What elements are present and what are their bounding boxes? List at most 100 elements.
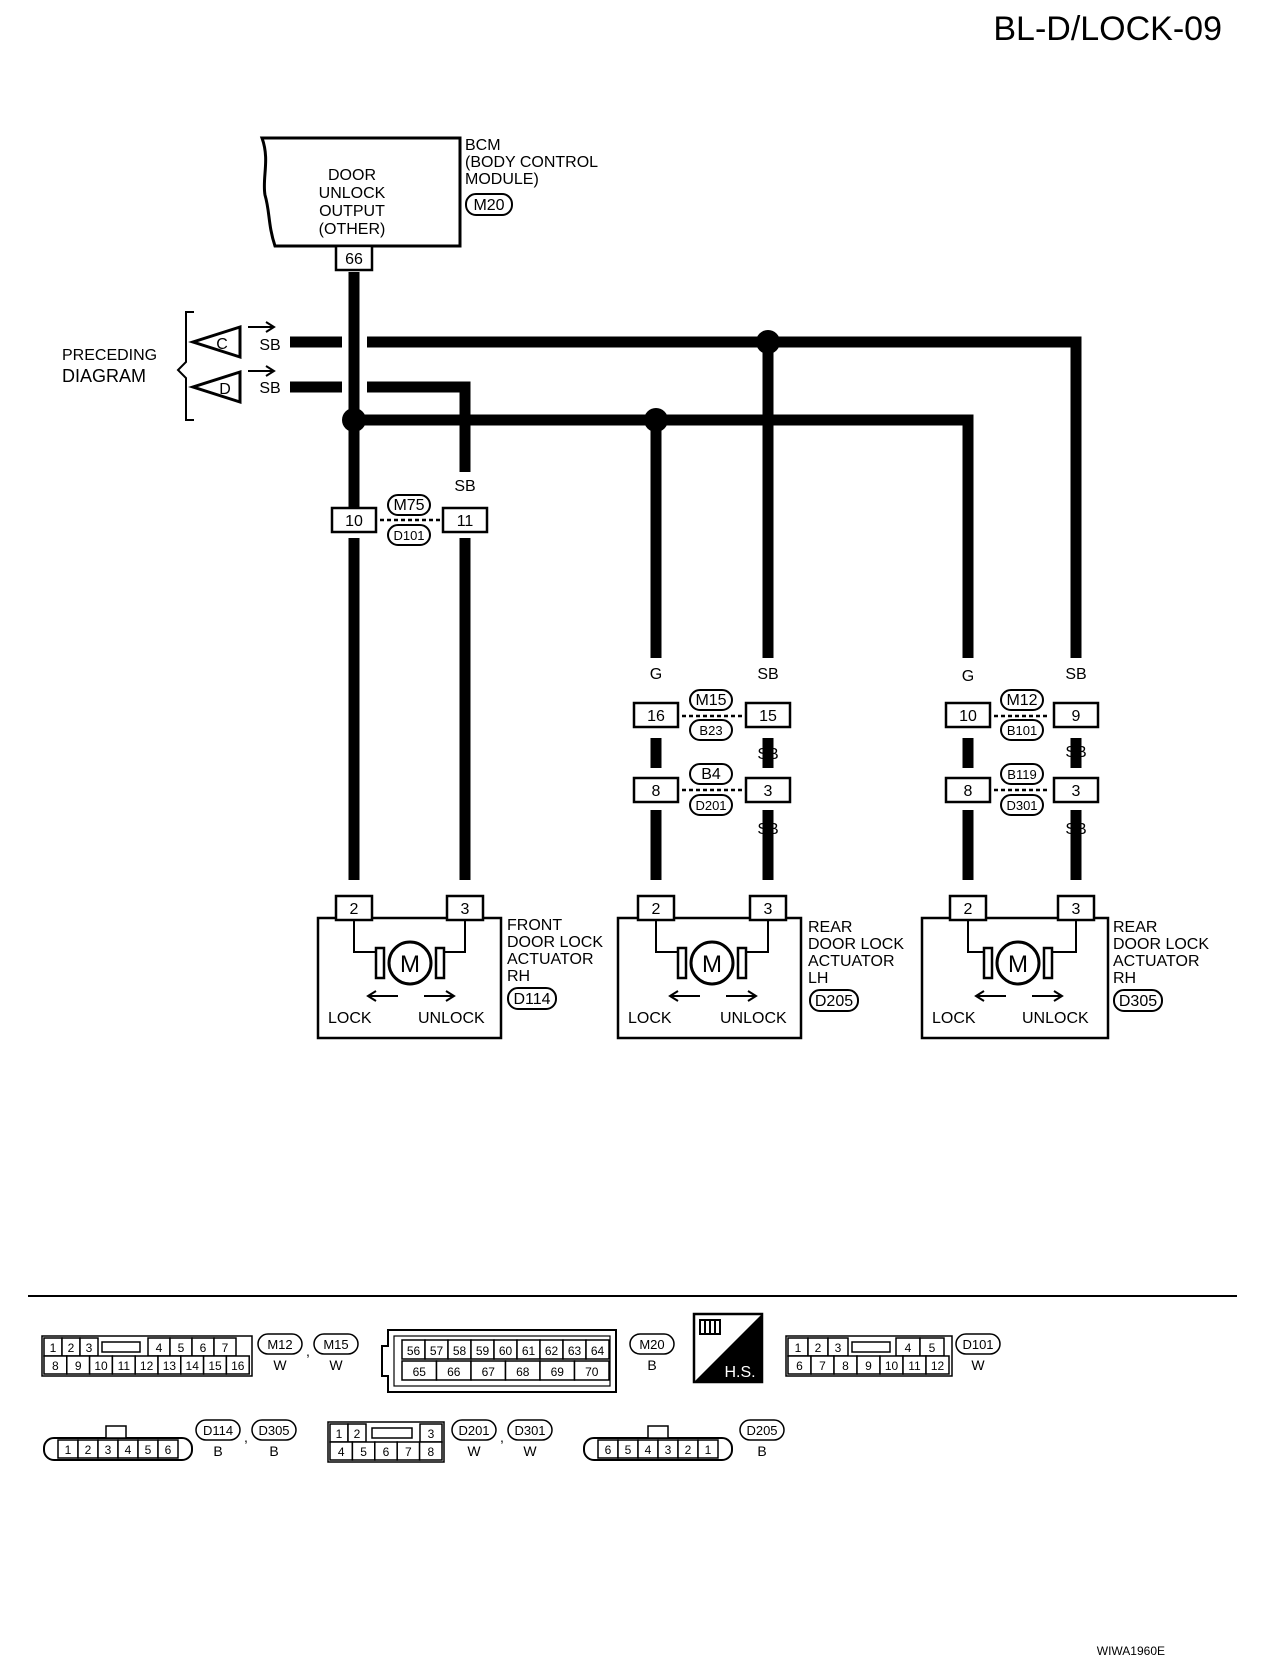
page-code: BL-D/LOCK-09	[993, 10, 1222, 48]
actuator-front-rh: 2 3 M LOCK UNLOCK FRONT DOOR LOCK ACTUAT…	[316, 894, 603, 1040]
bcm-function-line-4: (OTHER)	[319, 221, 386, 238]
connector-id-pill	[195, 1419, 241, 1441]
pin-number: 57	[430, 1344, 444, 1358]
actuator-name-line: FRONT	[507, 917, 562, 934]
pin-number: 68	[516, 1365, 530, 1379]
lock-label: LOCK	[328, 1010, 372, 1027]
terminal-number: 2	[652, 901, 661, 918]
bcm-function-line-2: UNLOCK	[319, 185, 386, 202]
joint-rear-lh-2: 8 3 B4 D201	[632, 763, 792, 816]
pin-number: 2	[685, 1443, 692, 1457]
wire-color-label: G	[348, 290, 360, 307]
arrow-letter-c: C	[216, 336, 228, 353]
connector-id: D201	[458, 1423, 489, 1438]
actuator-name-line: DOOR LOCK	[507, 934, 603, 951]
pin-number: 56	[407, 1344, 421, 1358]
connector-id: D205	[746, 1423, 777, 1438]
pin-number: 4	[338, 1445, 345, 1459]
motor-symbol: M	[1008, 951, 1028, 978]
pin-number: 65	[413, 1365, 427, 1379]
connector-id-pill	[257, 1333, 303, 1355]
pin-number: 5	[178, 1341, 185, 1355]
connector-color: W	[467, 1443, 481, 1459]
junction-dot	[644, 408, 668, 432]
pin-number: 66	[447, 1365, 461, 1379]
separator: ,	[306, 1343, 310, 1359]
pin-number: 63	[568, 1344, 582, 1358]
actuator-rear-lh: 2 3 M LOCK UNLOCK REAR DOOR LOCK ACTUATO…	[616, 894, 904, 1040]
actuator-rear-rh: 2 3 M LOCK UNLOCK REAR DOOR LOCK ACTUATO…	[920, 894, 1209, 1040]
pin-number: 5	[360, 1445, 367, 1459]
pin-number: 16	[231, 1359, 245, 1373]
pin-number: 8	[52, 1359, 59, 1373]
connector-id-pill	[451, 1419, 497, 1441]
connector-color: W	[329, 1357, 343, 1373]
bcm-connector-id: M20	[473, 197, 504, 214]
connector-id-pill	[739, 1419, 785, 1441]
bcm-function-line-1: DOOR	[328, 167, 376, 184]
pin-number: 60	[499, 1344, 513, 1358]
wire-color-label: G	[962, 746, 974, 763]
connector-color: B	[213, 1443, 222, 1459]
connector-id-pill	[251, 1419, 297, 1441]
actuator-name-line: RH	[1113, 970, 1136, 987]
bcm-name-line-2: (BODY CONTROL	[465, 154, 598, 171]
motor-symbol: M	[702, 951, 722, 978]
terminal-number: 2	[350, 901, 359, 918]
pin-number: 1	[336, 1427, 343, 1441]
connector-id: B23	[699, 723, 722, 738]
pin-number: 64	[591, 1344, 605, 1358]
unlock-label: UNLOCK	[720, 1010, 787, 1027]
connector-color: B	[757, 1443, 766, 1459]
wire-color-label: G	[348, 478, 360, 495]
wire-color-label: SB	[259, 380, 280, 397]
connector-color: B	[269, 1443, 278, 1459]
wire-color-label: G	[650, 746, 662, 763]
pin-number: 5	[625, 1443, 632, 1457]
pin-number: 70	[585, 1365, 599, 1379]
pin-number: 10	[885, 1359, 899, 1373]
connector-id: B101	[1007, 723, 1037, 738]
pin-number: 67	[482, 1365, 496, 1379]
wire-color-label: O	[459, 553, 471, 570]
terminal-number: 9	[1072, 708, 1081, 725]
pin-number: 3	[105, 1443, 112, 1457]
actuator-connector-id: D205	[815, 993, 853, 1010]
figure-id: WIWA1960E	[1097, 1644, 1165, 1658]
actuator-name-line: ACTUATOR	[808, 953, 895, 970]
pin-number: 10	[94, 1359, 108, 1373]
pin-number: 3	[86, 1341, 93, 1355]
pin-number: 69	[551, 1365, 565, 1379]
preceding-label-line-2: DIAGRAM	[62, 366, 146, 386]
pin-number: 6	[200, 1341, 207, 1355]
terminal-number: 3	[1072, 901, 1081, 918]
lock-label: LOCK	[628, 1010, 672, 1027]
terminal-number: 3	[764, 901, 773, 918]
actuator-connector-id: D305	[1119, 993, 1157, 1010]
pin-cell	[225, 1355, 250, 1375]
wire-color-label: G	[348, 858, 360, 875]
actuator-name-line: DOOR LOCK	[1113, 936, 1209, 953]
pin-number: 3	[428, 1427, 435, 1441]
pin-cell	[418, 1441, 443, 1461]
preceding-label-line-1: PRECEDING	[62, 347, 157, 364]
pin-number: 62	[545, 1344, 559, 1358]
terminal-number: 10	[959, 708, 977, 725]
joint-rear-rh-1: 10 9 M12 B101	[944, 689, 1100, 741]
wire-color-label: G	[650, 821, 662, 838]
joint-front: 10 11 M75 D101	[330, 494, 489, 546]
wire-color-label: SB	[757, 821, 778, 838]
wire-color-labels: G SB SB G SB G O G O G SB G SB G SB G SB…	[259, 290, 1086, 875]
pin-number: 3	[835, 1341, 842, 1355]
pin-number: 4	[125, 1443, 132, 1457]
pin-number: 3	[665, 1443, 672, 1457]
connector-id: D301	[514, 1423, 545, 1438]
terminal-number: 15	[759, 708, 777, 725]
bcm-function-line-3: OUTPUT	[319, 203, 385, 220]
connector-id: D301	[1006, 798, 1037, 813]
